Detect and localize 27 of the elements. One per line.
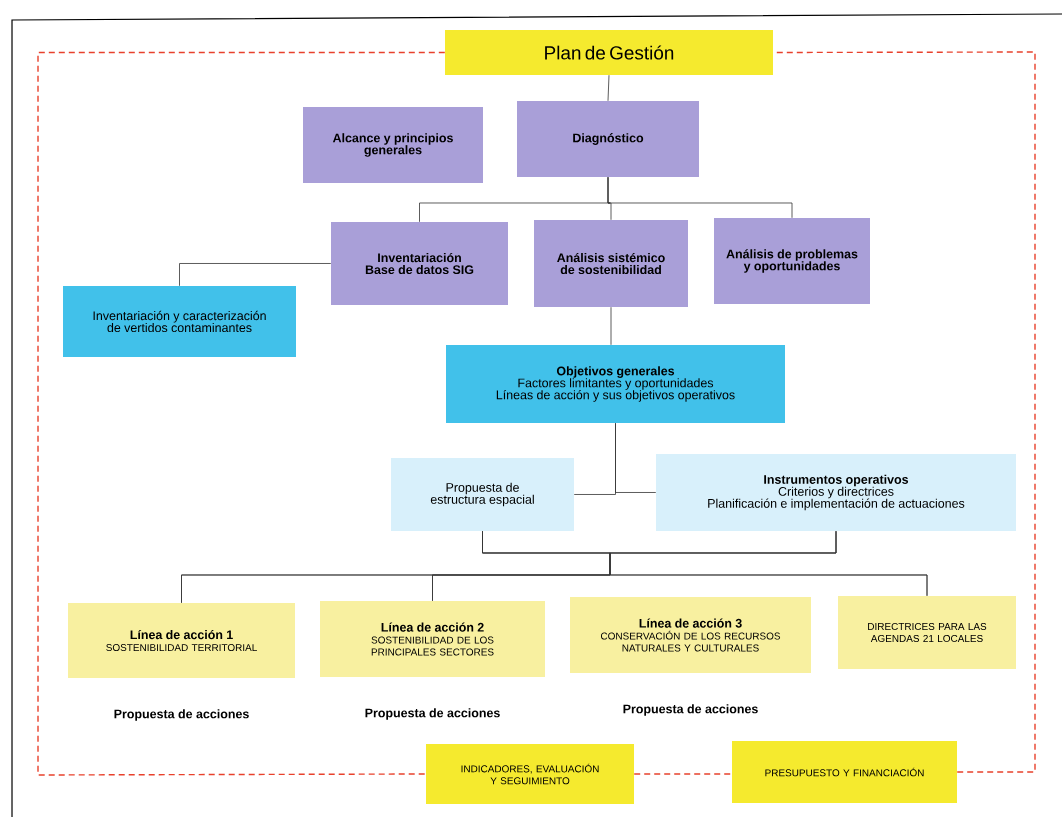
process-box: Diagnóstico <box>517 101 699 177</box>
process-box: INDICADORES, EVALUACIÓN Y SEGUIMIENTO <box>426 744 634 804</box>
process-box: Plan de Gestión <box>445 30 773 75</box>
connector-line <box>607 176 793 219</box>
caption-text: Propuesta de acciones <box>623 704 758 716</box>
process-box: Alcance y principios generales <box>303 107 483 183</box>
connector-line <box>610 306 612 346</box>
process-box: Línea de acción 1 SOSTENIBILIDAD TERRITORIAL <box>68 603 295 678</box>
process-box: Línea de acción 3 CONSERVACIÓN DE LOS RECURSOS NATURALES Y CULTURALES <box>570 597 811 673</box>
process-box: DIRECTRICES PARA LAS AGENDAS 21 LOCALES <box>838 596 1016 669</box>
process-box: Objetivos generales Factores limitantes y oportunidades Líneas de acción y sus objetivos operativos <box>446 345 785 423</box>
process-box: Línea de acción 2 SOSTENIBILIDAD DE LOS PRINCIPALES SECTORES <box>320 601 545 677</box>
caption-text: Propuesta de acciones <box>114 709 249 721</box>
connector-line <box>607 74 610 102</box>
process-box: Propuesta de estructura espacial <box>391 458 574 531</box>
dashed-loop-line <box>37 51 446 776</box>
process-box: PRESUPUESTO Y FINANCIACIÓN <box>732 741 957 803</box>
process-box: Inventariación Base de datos SIG <box>331 222 508 305</box>
connector-line <box>615 422 657 493</box>
connector-line <box>609 530 928 597</box>
process-box: Análisis sistémico de sostenibilidad <box>534 220 688 307</box>
process-box: Instrumentos operativos Criterios y directrices Planificación e implementación de actuaciones <box>656 454 1016 531</box>
caption-text: Propuesta de acciones <box>365 708 500 720</box>
connector-line <box>179 263 332 287</box>
process-box: Análisis de problemas y oportunidades <box>714 218 870 304</box>
dashed-loop-line <box>633 773 733 775</box>
process-box: Inventariación y caracterización de vertidos contaminantes <box>63 286 296 357</box>
